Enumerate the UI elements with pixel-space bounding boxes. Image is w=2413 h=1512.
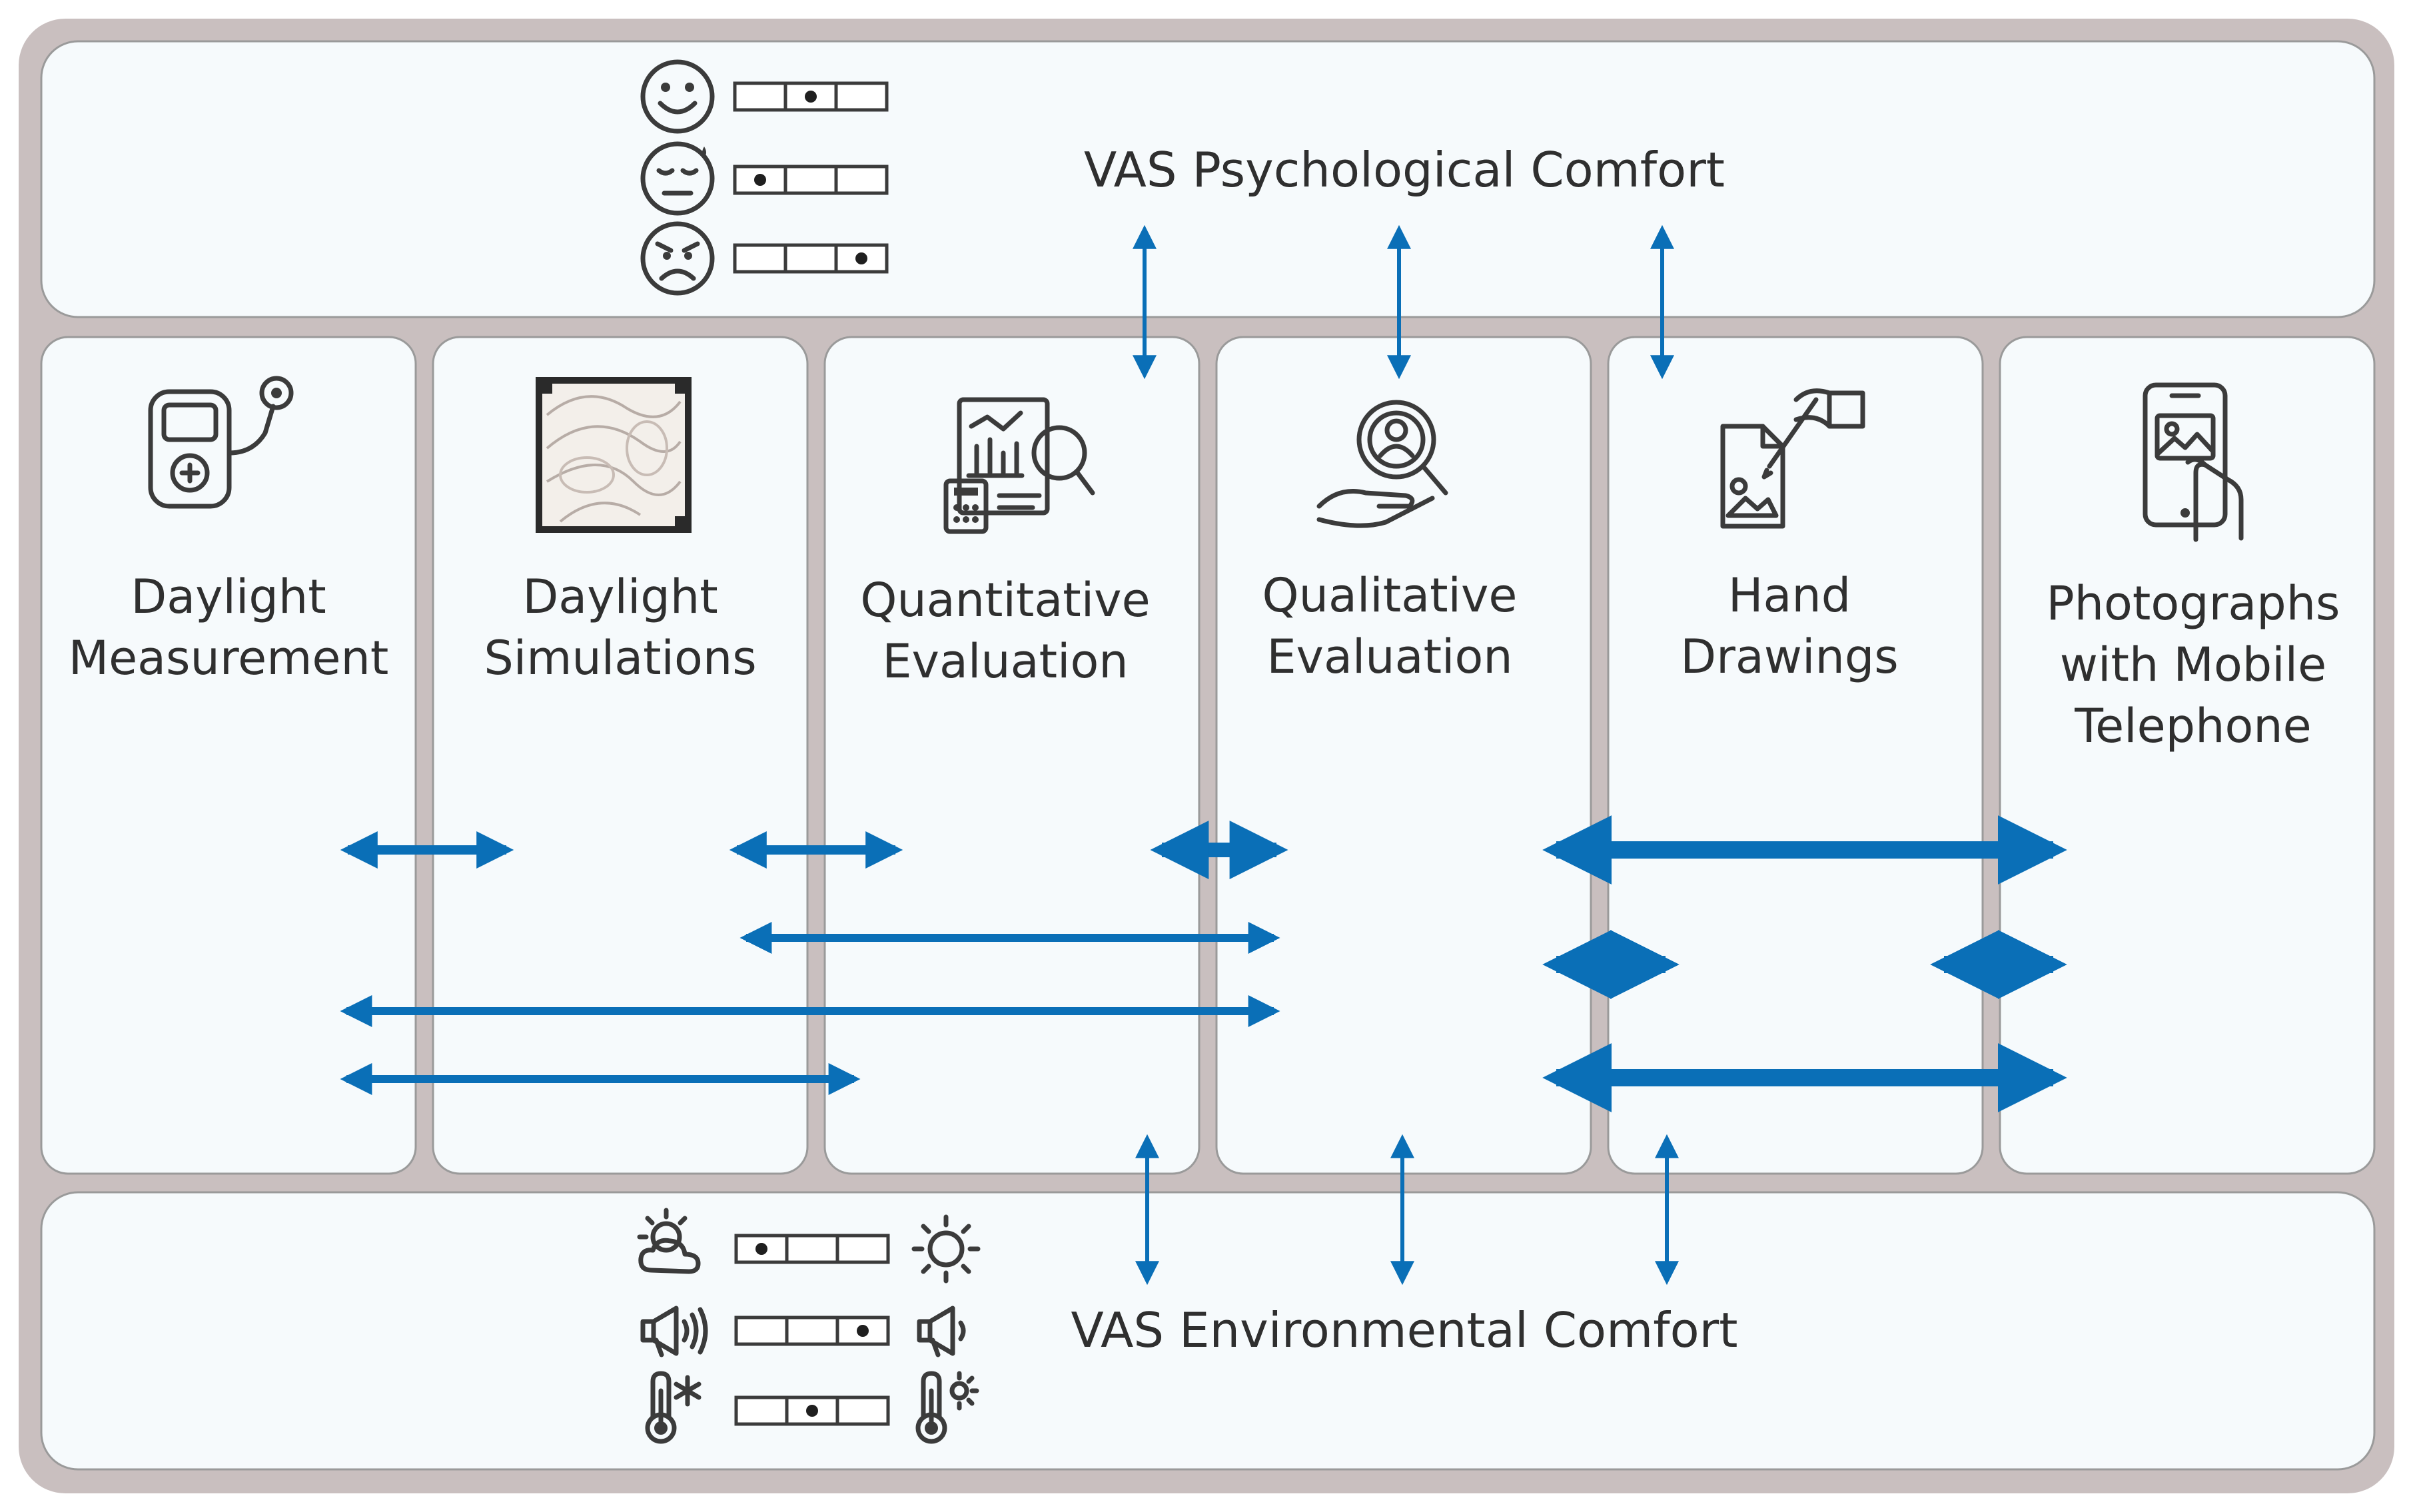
- column-label-line: Daylight: [131, 569, 326, 624]
- vas-scale: [733, 165, 889, 195]
- top-panel-title: VAS Psychological Comfort: [1084, 142, 1725, 198]
- sad-face-icon: [640, 221, 715, 296]
- neutral-face-icon: [640, 141, 715, 216]
- column-label-line: Drawings: [1680, 629, 1899, 684]
- column-label-line: Qualitative: [1262, 568, 1518, 623]
- smiley-face-icon: [640, 59, 715, 134]
- vas-scale: [734, 1234, 890, 1264]
- sun-icon: [911, 1214, 981, 1284]
- vas-marker: [755, 1243, 767, 1255]
- column-daylight-measurement: Daylight Measurement: [40, 336, 417, 1175]
- vas-scale: [733, 243, 889, 274]
- vas-marker: [806, 1405, 818, 1417]
- hot-thermometer-icon: [915, 1371, 979, 1444]
- vas-marker: [855, 252, 867, 264]
- column-label-line: Daylight: [522, 569, 718, 624]
- light-meter-icon: [148, 376, 294, 509]
- vas-scale: [733, 81, 889, 112]
- vas-marker: [805, 91, 817, 103]
- cloudy-sun-icon: [637, 1208, 701, 1274]
- column-daylight-simulations: Daylight Simulations: [432, 336, 809, 1175]
- column-mobile-photographs: Photographs with Mobile Telephone: [1999, 336, 2376, 1175]
- column-label-line: Quantitative: [860, 573, 1150, 627]
- vas-scale: [734, 1316, 890, 1346]
- vas-scale: [734, 1395, 890, 1426]
- column-label-line: Measurement: [69, 631, 389, 685]
- column-label-line: Evaluation: [1266, 629, 1512, 684]
- bottom-panel: [40, 1191, 2376, 1471]
- hand-drawing-icon: [1720, 388, 1865, 529]
- column-label-line: Telephone: [2074, 699, 2312, 753]
- vas-marker: [754, 174, 766, 186]
- column-label-line: Simulations: [484, 631, 756, 685]
- column-quantitative-evaluation: Quantitative Evaluation: [823, 336, 1201, 1175]
- column-label-line: with Mobile: [2060, 637, 2326, 692]
- column-qualitative-evaluation: Qualitative Evaluation: [1215, 336, 1592, 1175]
- simulation-map-icon: [536, 377, 692, 533]
- column-label-line: Evaluation: [882, 634, 1128, 689]
- top-panel: [40, 40, 2376, 318]
- bottom-panel-title: VAS Environmental Comfort: [1071, 1302, 1738, 1358]
- vas-marker: [857, 1325, 869, 1337]
- column-hand-drawings: Hand Drawings: [1607, 336, 1984, 1175]
- user-search-icon: [1316, 400, 1448, 528]
- cold-thermometer-icon: [645, 1371, 702, 1444]
- quiet-speaker-icon: [917, 1306, 966, 1357]
- mobile-photo-icon: [2143, 382, 2244, 542]
- report-analysis-icon: [943, 397, 1095, 534]
- column-label-line: Photographs: [2046, 576, 2340, 631]
- column-label-line: Hand: [1728, 568, 1851, 623]
- loud-speaker-icon: [640, 1306, 708, 1357]
